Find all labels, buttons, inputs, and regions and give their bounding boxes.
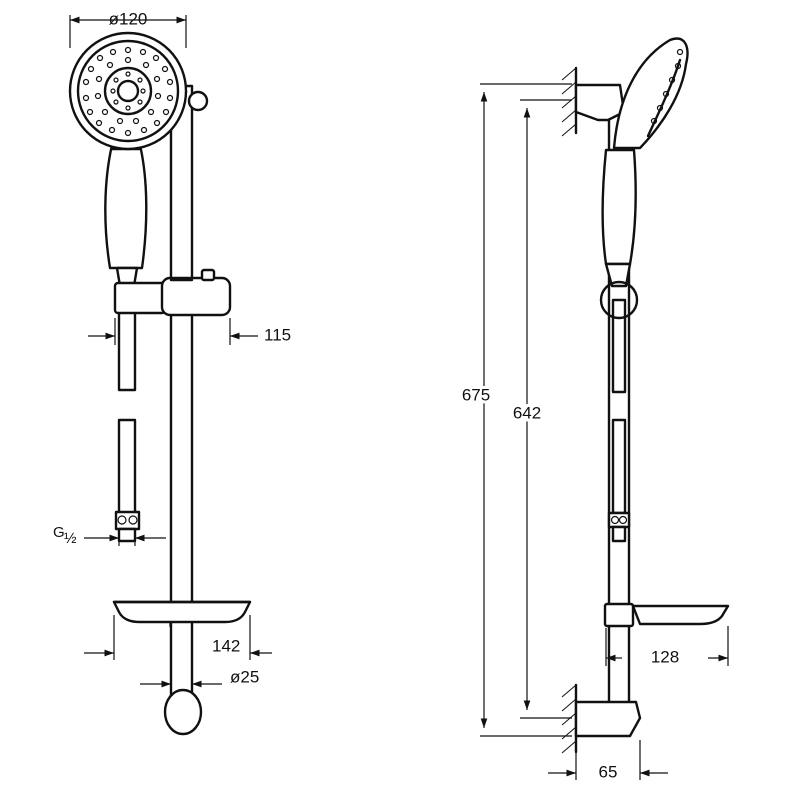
- spray-nozzles-side: [650, 48, 684, 125]
- sliding-rail-front: [163, 84, 209, 736]
- hand-shower-front: [68, 31, 188, 288]
- hose-thread-letter: G: [53, 524, 65, 541]
- shower-hose-front: [114, 310, 141, 543]
- shower-hose-side: [607, 298, 631, 543]
- spray-nozzles: [82, 46, 174, 137]
- bracket-distance-label: 642: [513, 403, 541, 422]
- slider-bracket-front: [113, 268, 232, 317]
- side-view: [480, 37, 730, 780]
- tray-width-label: 142: [212, 636, 240, 655]
- slider-offset-label: 115: [264, 325, 291, 344]
- tray-depth-label: 128: [651, 647, 679, 666]
- total-height-label: 675: [462, 385, 490, 404]
- hand-shower-side: [599, 37, 689, 320]
- hose-thread-fraction: ½: [64, 530, 77, 547]
- wall-distance-label: 65: [599, 762, 618, 781]
- soap-tray-side: [603, 602, 730, 628]
- front-view: [68, 15, 272, 736]
- wall-hatch-top: [561, 66, 578, 137]
- rail-diameter-label: ø25: [230, 667, 259, 686]
- soap-tray-front: [112, 600, 252, 627]
- wall-hatch-bottom: [561, 683, 578, 754]
- head-diameter-label: ø120: [109, 9, 148, 28]
